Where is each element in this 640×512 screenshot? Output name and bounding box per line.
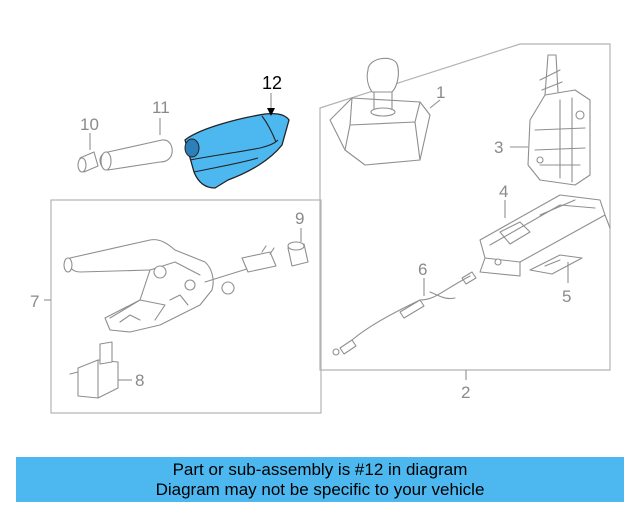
part-9-bushing: [287, 241, 309, 267]
assembly-box-7: [50, 199, 322, 414]
callout-7: 7: [30, 292, 39, 311]
callout-12: 12: [262, 73, 282, 93]
part-5-plate: [529, 254, 583, 275]
part-12-shift-boot[interactable]: [184, 113, 290, 189]
callout-1: 1: [436, 83, 445, 102]
part-8-switch: [69, 341, 119, 399]
banner-line-2: Diagram may not be specific to your vehi…: [155, 479, 485, 499]
part-3-shifter-mechanism: [527, 54, 591, 186]
part-6-shift-cable: [332, 271, 477, 356]
arrow-12: [267, 108, 275, 116]
assembly-box-2: [319, 43, 611, 371]
part-4-base-bracket: [479, 194, 611, 277]
part-10-cap: [77, 151, 99, 173]
callout-10: 10: [80, 115, 99, 134]
info-banner: Part or sub-assembly is #12 in diagram D…: [16, 457, 624, 502]
callout-4: 4: [499, 182, 508, 201]
callout-8: 8: [135, 371, 144, 390]
part-7-parking-brake-lever: [63, 239, 277, 333]
callout-11: 11: [152, 98, 170, 117]
callout-9: 9: [295, 209, 304, 228]
parts-diagram: 12 11 10 1 3: [30, 43, 611, 414]
callout-3: 3: [494, 138, 503, 157]
callout-5: 5: [562, 287, 571, 306]
part-1-shift-knob: [329, 57, 431, 166]
part-11-grip: [99, 139, 173, 171]
callout-6: 6: [418, 260, 427, 279]
callout-2: 2: [461, 383, 470, 402]
banner-line-1: Part or sub-assembly is #12 in diagram: [172, 459, 468, 479]
